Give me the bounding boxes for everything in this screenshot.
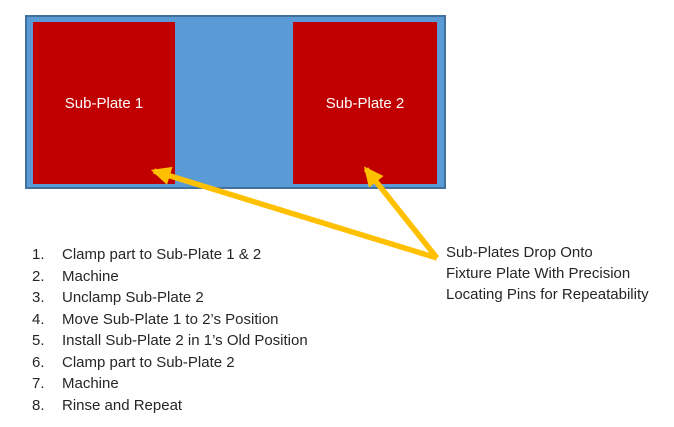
annotation-text: Sub-Plates Drop Onto Fixture Plate With …: [446, 242, 649, 305]
step-number: 8.: [32, 396, 45, 414]
step-text: Rinse and Repeat: [62, 396, 183, 414]
step-text: Machine: [62, 267, 119, 285]
step-item: 8. Rinse and Repeat: [32, 395, 308, 417]
step-number: 4.: [32, 310, 45, 328]
step-item: 6. Clamp part to Sub-Plate 2: [32, 352, 308, 374]
sub-plate-2-label: Sub-Plate 2: [325, 94, 405, 112]
sub-plate-2: Sub-Plate 2: [293, 22, 437, 184]
step-item: 3. Unclamp Sub-Plate 2: [32, 287, 308, 309]
annotation-line: Sub-Plates Drop Onto: [446, 244, 593, 261]
step-text: Machine: [62, 375, 119, 392]
step-item: 4. Move Sub-Plate 1 to 2’s Position: [32, 309, 308, 331]
sub-plate-1-label: Sub-Plate 1: [64, 94, 144, 112]
step-number: 1.: [32, 246, 45, 263]
annotation-line: Locating Pins for Repeatability: [446, 286, 649, 303]
process-steps-list: 1. Clamp part to Sub-Plate 1 & 2 2. Mach…: [32, 244, 308, 416]
step-text: Install Sub-Plate 2 in 1’s Old Position: [62, 332, 308, 349]
step-item: 5. Install Sub-Plate 2 in 1’s Old Positi…: [32, 330, 308, 352]
step-text: Clamp part to Sub-Plate 2: [62, 353, 235, 371]
annotation-line: Fixture Plate With Precision: [446, 265, 631, 282]
step-item: 1. Clamp part to Sub-Plate 1 & 2: [32, 244, 308, 266]
step-text: Unclamp Sub-Plate 2: [62, 289, 204, 306]
step-number: 7.: [32, 375, 45, 392]
sub-plate-1: Sub-Plate 1: [33, 22, 175, 184]
step-number: 2.: [32, 267, 45, 285]
fixture-plate: Sub-Plate 1 Sub-Plate 2: [25, 15, 446, 189]
step-number: 5.: [32, 332, 45, 349]
step-item: 7. Machine: [32, 373, 308, 395]
step-text: Clamp part to Sub-Plate 1 & 2: [62, 246, 262, 263]
step-number: 3.: [32, 289, 45, 306]
step-item: 2. Machine: [32, 266, 308, 288]
step-text: Move Sub-Plate 1 to 2’s Position: [62, 310, 279, 328]
step-number: 6.: [32, 353, 45, 371]
